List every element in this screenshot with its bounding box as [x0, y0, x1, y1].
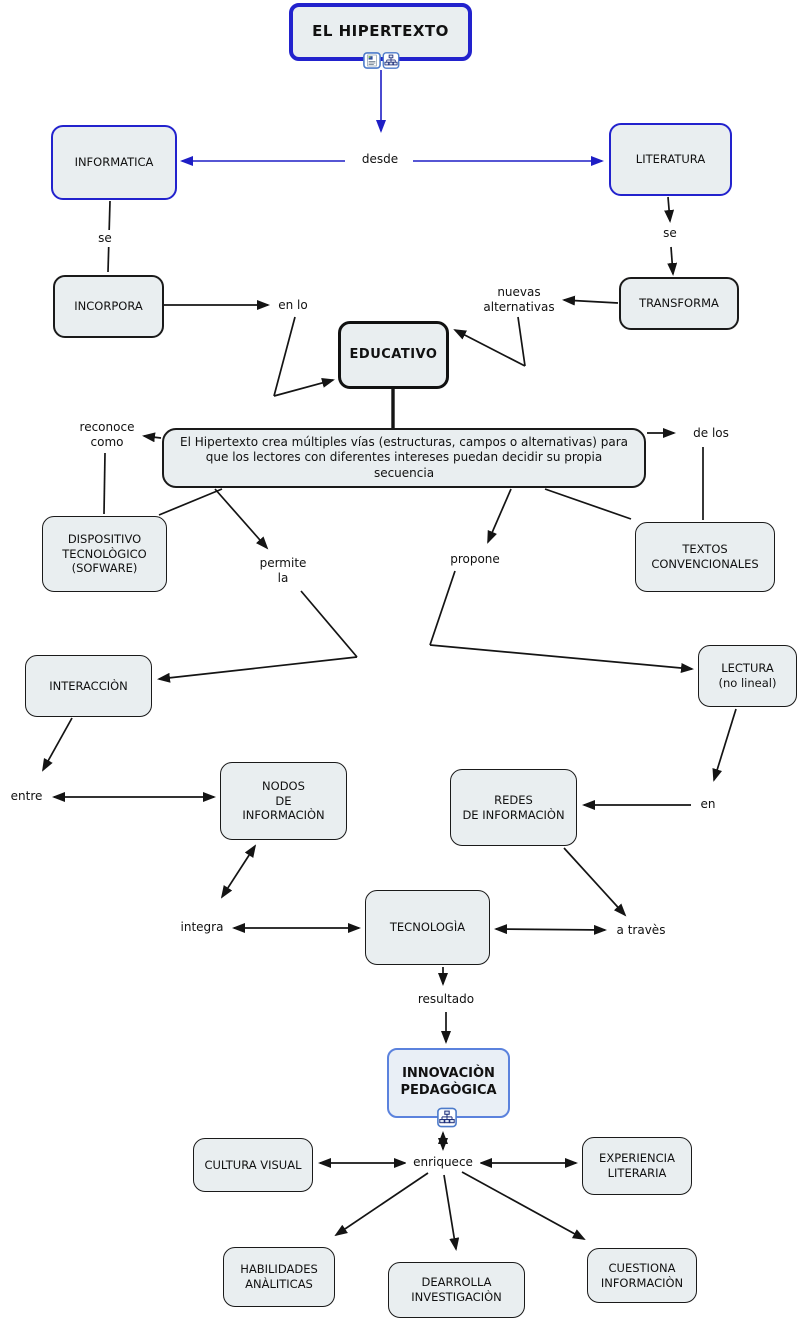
hierarchy-icon[interactable]	[437, 1107, 457, 1128]
document-icon-glyph	[363, 52, 381, 69]
connector-descripcion-reconoce	[142, 432, 162, 443]
document-icon[interactable]	[363, 52, 381, 69]
link-label-reconoce-como[interactable]: reconoce como	[74, 418, 140, 451]
connector-nuevas-educativo	[453, 329, 526, 367]
link-label-en-lo[interactable]: en lo	[271, 296, 315, 314]
connector-literatura-se	[664, 196, 675, 223]
link-label-de-los[interactable]: de los	[683, 424, 739, 442]
hierarchy-icon-glyph	[437, 1107, 457, 1128]
connector-enlo-bend	[273, 316, 296, 397]
node-nodos-de-informacion[interactable]: NODOS DE INFORMACIÒN	[220, 762, 347, 840]
connector-lectura-en	[712, 708, 737, 782]
node-lectura-no-lineal[interactable]: LECTURA (no lineal)	[698, 645, 797, 707]
connector-reconoce-dispositivo	[103, 452, 106, 515]
link-label-entre[interactable]: entre	[3, 787, 50, 805]
node-transforma[interactable]: TRANSFORMA	[619, 277, 739, 330]
hierarchy-icon[interactable]	[382, 52, 400, 69]
link-label-propone[interactable]: propone	[445, 550, 505, 568]
node-cuestiona-informacion[interactable]: CUESTIONA INFORMACIÒN	[587, 1248, 697, 1303]
node-educativo[interactable]: EDUCATIVO	[338, 321, 449, 389]
link-label-nuevas-alternativas[interactable]: nuevas alternativas	[478, 283, 560, 316]
link-label-se-informatica[interactable]: se	[92, 230, 118, 247]
node-textos-convencionales[interactable]: TEXTOS CONVENCIONALES	[635, 522, 775, 592]
connector-enlo-educativo	[273, 378, 335, 397]
connector-redes-atraves	[563, 847, 627, 917]
connector-interaccion-entre	[42, 717, 73, 772]
hierarchy-icon-glyph	[382, 52, 400, 69]
node-experiencia-literaria[interactable]: EXPERIENCIA LITERARIA	[582, 1137, 692, 1195]
link-label-se-literatura[interactable]: se	[657, 225, 683, 242]
connector-descripcion-permite	[214, 488, 269, 550]
connector-enriquece-cuestiona	[461, 1171, 586, 1240]
node-interaccion[interactable]: INTERACCIÒN	[25, 655, 152, 717]
connector-nuevas-bend	[517, 316, 526, 367]
node-dispositivo-tecnologico[interactable]: DISPOSITIVO TECNOLÒGICO (SOFWARE)	[42, 516, 167, 592]
link-label-enriquece[interactable]: enriquece	[406, 1153, 480, 1171]
node-literatura[interactable]: LITERATURA	[609, 123, 732, 196]
node-cultura-visual[interactable]: CULTURA VISUAL	[193, 1138, 313, 1192]
blue-connectors	[180, 70, 604, 166]
connector-propone-bend	[429, 570, 456, 646]
black-connectors	[42, 196, 737, 1251]
connector-se-transforma	[667, 246, 678, 276]
connector-descripcion-propone	[487, 488, 512, 544]
connector-enriquece-dearrolla	[443, 1174, 460, 1251]
node-habilidades-analiticas[interactable]: HABILIDADES ANÀLITICAS	[223, 1247, 335, 1307]
node-redes-de-informacion[interactable]: REDES DE INFORMACIÒN	[450, 769, 577, 846]
connector-permite-bend	[300, 590, 358, 658]
connector-enriquece-habilidades	[334, 1172, 429, 1237]
connector-descripcion-textos	[544, 488, 632, 520]
link-label-a-traves[interactable]: a travès	[608, 921, 674, 939]
connector-propone-lectura	[429, 644, 694, 673]
node-dearrolla-investigacion[interactable]: DEARROLLA INVESTIGACIÒN	[388, 1262, 525, 1318]
node-innovacion-pedagogica[interactable]: INNOVACIÒN PEDAGÒGICA	[387, 1048, 510, 1118]
node-incorpora[interactable]: INCORPORA	[53, 275, 164, 338]
link-label-en[interactable]: en	[694, 795, 722, 813]
connector-transforma-nuevas	[562, 295, 619, 306]
connector-descripcion-dispositivo	[158, 488, 223, 516]
connector-nodos-integra	[220, 844, 257, 899]
link-label-integra[interactable]: integra	[173, 918, 231, 936]
node-tecnologia[interactable]: TECNOLOGÌA	[365, 890, 490, 965]
node-informatica[interactable]: INFORMATICA	[51, 125, 177, 200]
link-label-permite-la[interactable]: permite la	[250, 553, 316, 588]
node-descripcion-hipertexto[interactable]: El Hipertexto crea múltiples vías (estru…	[162, 428, 646, 488]
connector-tecnologia-atraves	[494, 924, 607, 935]
link-label-desde[interactable]: desde	[356, 150, 404, 169]
link-label-resultado[interactable]: resultado	[411, 990, 481, 1008]
connector-permite-interaccion	[157, 656, 358, 683]
